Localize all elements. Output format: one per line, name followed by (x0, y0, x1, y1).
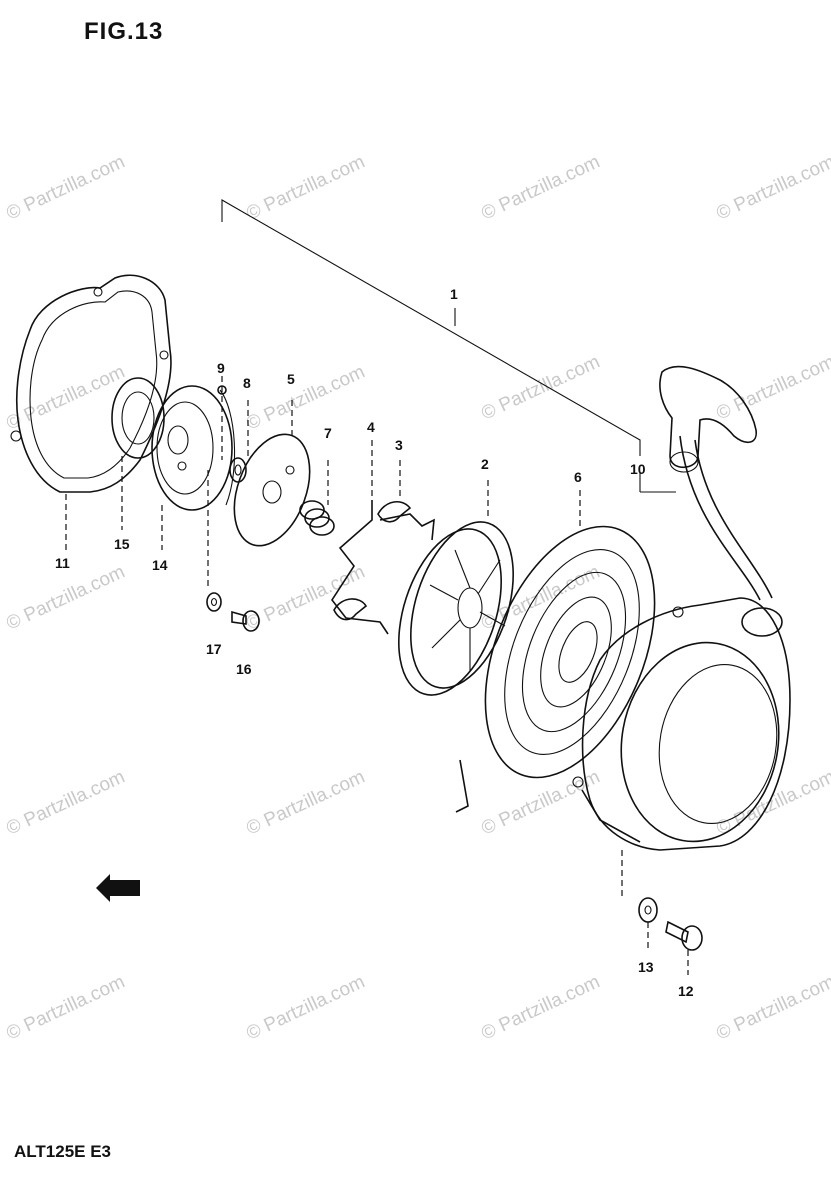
callout-number: 11 (55, 555, 70, 571)
watermark: © Partzilla.com (478, 971, 603, 1044)
callout-number: 1 (450, 286, 458, 302)
part-ratchet-plate (151, 385, 236, 590)
callout-number: 12 (678, 983, 694, 999)
callout-number: 7 (324, 425, 332, 441)
callout-number: 15 (114, 536, 130, 552)
watermark: © Partzilla.com (3, 151, 128, 224)
watermark: © Partzilla.com (3, 766, 128, 839)
part-washer-13 (638, 897, 658, 950)
callout-number: 10 (630, 461, 646, 477)
callout-number: 14 (152, 557, 168, 573)
callout-labels: 1 2 3 4 5 6 7 8 9 10 11 12 13 14 15 16 1… (55, 286, 694, 999)
callout-number: 5 (287, 371, 295, 387)
part-pawl-lower (333, 598, 368, 621)
part-reel (398, 480, 514, 696)
part-starter-case (572, 597, 791, 900)
callout-number: 13 (638, 959, 654, 975)
part-washer-8 (229, 400, 249, 483)
watermark: © Partzilla.com (478, 351, 603, 424)
watermark-layer: © Partzilla.com © Partzilla.com © Partzi… (3, 151, 831, 1044)
part-rope-handle (639, 365, 783, 637)
watermark: © Partzilla.com (243, 361, 368, 434)
watermark: © Partzilla.com (713, 151, 831, 224)
watermark: © Partzilla.com (478, 151, 603, 224)
part-spring (299, 460, 335, 536)
model-code: ALT125E E3 (14, 1142, 112, 1161)
watermark: © Partzilla.com (713, 766, 831, 839)
part-recoil-spring (455, 490, 656, 813)
callout-number: 3 (395, 437, 403, 453)
part-gasket (10, 274, 172, 550)
callout-number: 9 (217, 360, 225, 376)
part-pin (217, 376, 227, 460)
part-drive-plate (233, 400, 311, 547)
part-bolt-16 (231, 610, 260, 632)
part-friction-spring (331, 440, 435, 635)
assembly-bracket-1 (221, 199, 641, 456)
part-cover-plate (111, 377, 165, 530)
callout-number: 2 (481, 456, 489, 472)
callout-number: 8 (243, 375, 251, 391)
watermark: © Partzilla.com (713, 971, 831, 1044)
part-washer-17 (206, 592, 222, 612)
watermark: © Partzilla.com (3, 561, 128, 634)
callout-number: 6 (574, 469, 582, 485)
front-arrow-icon (96, 874, 140, 902)
watermark: © Partzilla.com (243, 971, 368, 1044)
part-bolt-12 (665, 920, 703, 975)
watermark: © Partzilla.com (243, 766, 368, 839)
watermark: © Partzilla.com (3, 361, 128, 434)
callout-number: 4 (367, 419, 375, 435)
callout-number: 17 (206, 641, 222, 657)
part-pawl-upper (377, 460, 412, 523)
callout-number: 16 (236, 661, 252, 677)
watermark: © Partzilla.com (243, 151, 368, 224)
watermark: © Partzilla.com (3, 971, 128, 1044)
figure-title: FIG.13 (84, 18, 164, 45)
